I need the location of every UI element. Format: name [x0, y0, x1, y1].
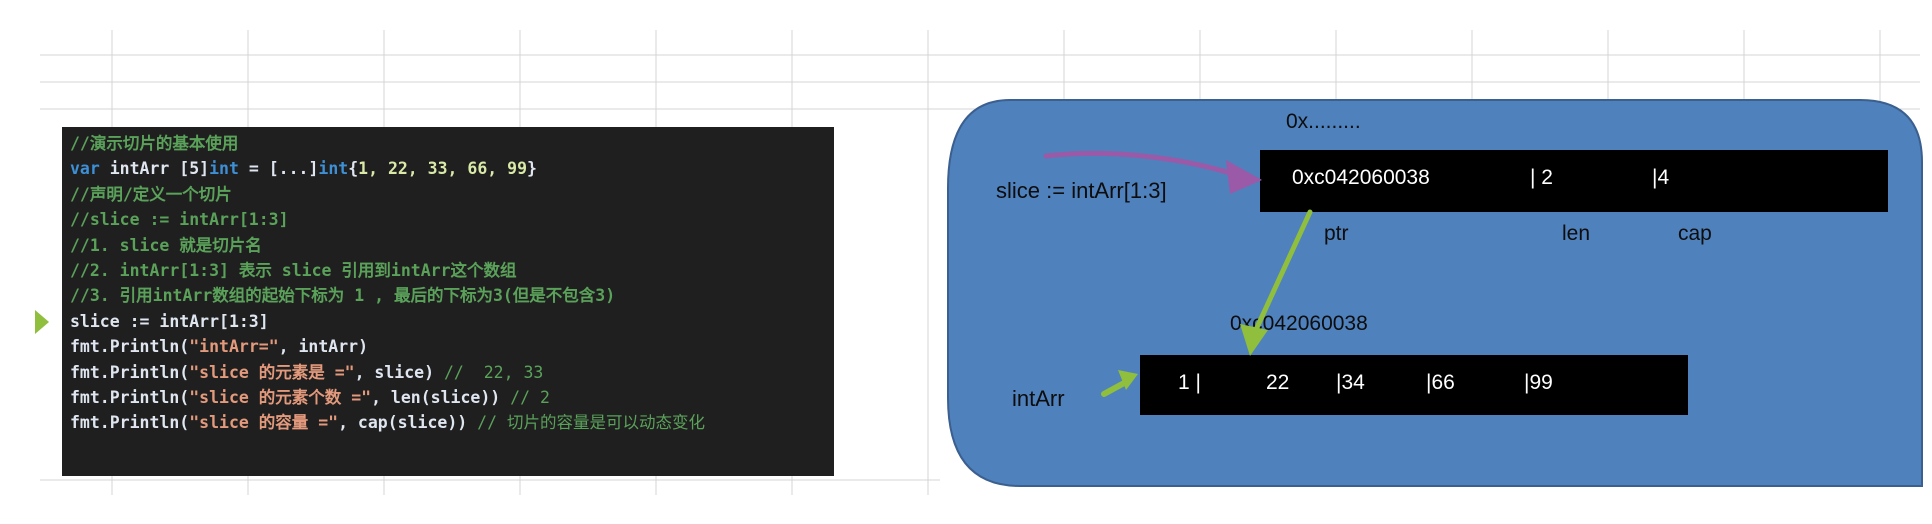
green-arrow-stub [35, 310, 49, 334]
green-arrowhead-intarr [1118, 370, 1138, 390]
code-token: // 切片的容量是可以动态变化 [477, 413, 705, 433]
slice-len-value: | 2 [1530, 166, 1553, 189]
code-line: fmt.Println("slice 的元素是 =", slice) // 22… [70, 360, 834, 385]
code-token: 1, 22, 33, 66, 99 [358, 159, 528, 179]
code-line: //3. 引用intArr数组的起始下标为 1 , 最后的下标为3(但是不包含3… [70, 283, 834, 308]
array-cell: |99 [1524, 371, 1553, 394]
green-arrow-intarr [1101, 379, 1129, 397]
code-token: //3. 引用intArr数组的起始下标为 1 , 最后的下标为3(但是不包含3… [70, 286, 616, 306]
code-line: var intArr [5]int = [...]int{1, 22, 33, … [70, 156, 834, 181]
code-token: , len(slice)) [371, 387, 511, 407]
code-token: "intArr=" [189, 337, 279, 357]
code-line: //演示切片的基本使用 [70, 131, 834, 156]
field-ptr-label: ptr [1324, 222, 1349, 245]
int-array-box: 1 | 22 |34 |66 |99 [1140, 355, 1688, 415]
code-line: slice := intArr[1:3] [70, 309, 834, 334]
array-label: intArr [1012, 386, 1065, 411]
code-token: fmt.Println( [70, 413, 190, 433]
code-line: fmt.Println("slice 的容量 =", cap(slice)) /… [70, 410, 834, 435]
slice-struct-box: 0xc042060038 | 2 |4 [1260, 150, 1888, 212]
code-token: slice := intArr[1:3] [70, 311, 269, 331]
code-line: fmt.Println("slice 的元素个数 =", len(slice))… [70, 385, 834, 410]
code-token: fmt.Println( [70, 387, 190, 407]
code-line: //声明/定义一个切片 [70, 182, 834, 207]
purple-arrow [1043, 150, 1243, 179]
code-token: int [209, 159, 239, 179]
code-token: //声明/定义一个切片 [70, 184, 232, 204]
code-token: // 22, 33 [443, 362, 544, 382]
code-token: = [...] [238, 159, 319, 179]
code-token: //2. intArr[1:3] 表示 slice 引用到intArr这个数组 [70, 260, 517, 280]
memory-diagram: 0x......... 0xc042060038 | 2 |4 slice :=… [940, 98, 1924, 488]
code-token: intArr [5] [109, 159, 210, 179]
field-len-label: len [1562, 222, 1591, 245]
code-token: "slice 的元素是 =" [189, 362, 355, 382]
code-token: int [318, 159, 349, 179]
code-token: "slice 的元素个数 =" [189, 387, 372, 407]
field-cap-label: cap [1678, 222, 1712, 245]
code-token: //slice := intArr[1:3] [70, 210, 289, 230]
array-cell: |66 [1426, 371, 1455, 394]
slice-cap-value: |4 [1652, 166, 1670, 189]
code-token: //1. slice 就是切片名 [70, 235, 262, 255]
code-line: //2. intArr[1:3] 表示 slice 引用到intArr这个数组 [70, 258, 834, 283]
code-line: //1. slice 就是切片名 [70, 233, 834, 258]
code-token: fmt.Println( [70, 362, 190, 382]
array-cell: |34 [1336, 371, 1365, 394]
code-line: //slice := intArr[1:3] [70, 207, 834, 232]
code-token: // 2 [510, 387, 550, 407]
array-cell: 22 [1266, 371, 1290, 394]
code-token: , intArr) [278, 337, 369, 357]
array-cell: 1 | [1178, 371, 1201, 394]
code-token: fmt.Println( [70, 337, 190, 357]
slice-label: slice := intArr[1:3] [996, 178, 1167, 203]
code-token: "slice 的容量 =" [189, 413, 339, 433]
code-token: , cap(slice)) [338, 413, 478, 433]
code-line: fmt.Println("intArr=", intArr) [70, 334, 834, 359]
code-token: //演示切片的基本使用 [70, 134, 239, 153]
purple-arrowhead [1226, 160, 1262, 194]
code-token: { [348, 159, 359, 179]
slice-ptr-value: 0xc042060038 [1292, 166, 1430, 189]
code-token: var [70, 159, 110, 179]
diagram-arrows [1043, 150, 1313, 397]
green-arrowhead-ptr [1240, 324, 1268, 356]
green-arrow-ptr [1251, 209, 1313, 337]
address-label: 0x......... [1286, 110, 1361, 133]
code-token: } [527, 159, 537, 179]
code-token: , slice) [354, 362, 444, 382]
